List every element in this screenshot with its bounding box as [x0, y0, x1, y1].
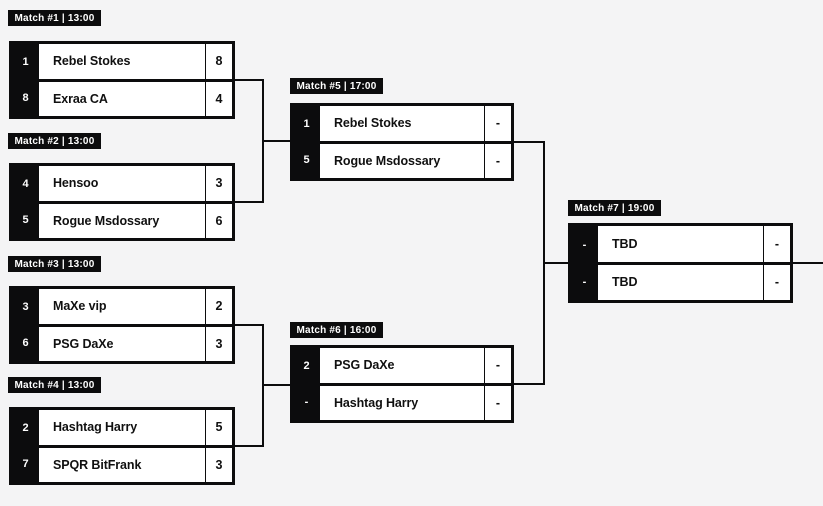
team-name: Rebel Stokes [53, 54, 131, 69]
team-name: PSG DaXe [53, 336, 114, 351]
bracket-connector [235, 201, 264, 203]
team-row[interactable]: Rogue Msdossary - [320, 143, 511, 178]
team-score: 3 [205, 447, 232, 482]
team-row[interactable]: Rebel Stokes - [320, 106, 511, 141]
match-2-label: Match #2 | 13:00 [8, 133, 101, 149]
team-score: 8 [205, 44, 232, 79]
bracket-connector [262, 384, 290, 386]
team-row[interactable]: TBD - [598, 226, 790, 262]
seed-badge: 4 [22, 178, 29, 190]
bracket-connector [514, 383, 545, 385]
team-row[interactable]: Exraa CA 4 [39, 81, 232, 116]
seed-badge: 2 [22, 422, 29, 434]
match-5-label: Match #5 | 17:00 [290, 78, 383, 94]
team-score: - [484, 348, 511, 383]
seed-column: 2 7 [12, 410, 39, 482]
seed-column: - - [571, 226, 598, 300]
match-4-label: Match #4 | 13:00 [8, 377, 101, 393]
team-name: SPQR BitFrank [53, 457, 142, 472]
team-score: - [763, 264, 790, 300]
seed-badge: - [304, 396, 309, 408]
team-row[interactable]: Rebel Stokes 8 [39, 44, 232, 79]
bracket-connector [262, 140, 290, 142]
match-card-5[interactable]: 1 5 Rebel Stokes - Rogue Msdossary - [290, 103, 514, 181]
match-card-4[interactable]: 2 7 Hashtag Harry 5 SPQR BitFrank 3 [9, 407, 235, 485]
team-name: PSG DaXe [334, 358, 395, 373]
seed-badge: 1 [22, 56, 29, 68]
match-3-label: Match #3 | 13:00 [8, 256, 101, 272]
seed-badge: 6 [22, 337, 29, 349]
team-name: TBD [612, 275, 638, 290]
team-name: TBD [612, 236, 638, 251]
team-row[interactable]: Rogue Msdossary 6 [39, 203, 232, 238]
team-row[interactable]: SPQR BitFrank 3 [39, 447, 232, 482]
seed-badge: - [582, 238, 587, 251]
team-row[interactable]: PSG DaXe 3 [39, 326, 232, 361]
team-score: 2 [205, 289, 232, 324]
team-name: Rogue Msdossary [334, 153, 441, 168]
team-score: - [763, 226, 790, 262]
team-score: - [484, 385, 511, 420]
match-card-7[interactable]: - - TBD - TBD - [568, 223, 793, 303]
match-1-label: Match #1 | 13:00 [8, 10, 101, 26]
match-card-1[interactable]: 1 8 Rebel Stokes 8 Exraa CA 4 [9, 41, 235, 119]
team-score: 5 [205, 410, 232, 445]
match-card-3[interactable]: 3 6 MaXe vip 2 PSG DaXe 3 [9, 286, 235, 364]
team-score: 6 [205, 203, 232, 238]
team-score: - [484, 143, 511, 178]
match-card-6[interactable]: 2 - PSG DaXe - Hashtag Harry - [290, 345, 514, 423]
team-score: 3 [205, 166, 232, 201]
team-row[interactable]: MaXe vip 2 [39, 289, 232, 324]
bracket-connector [514, 141, 545, 143]
seed-badge: 3 [22, 301, 29, 313]
seed-badge: 7 [22, 458, 29, 470]
team-name: Rogue Msdossary [53, 213, 160, 228]
seed-column: 3 6 [12, 289, 39, 361]
team-name: MaXe vip [53, 299, 107, 314]
seed-badge: 8 [22, 92, 29, 104]
bracket-connector [543, 262, 568, 264]
bracket-connector [235, 79, 264, 81]
team-name: Hensoo [53, 176, 99, 191]
team-score: 3 [205, 326, 232, 361]
team-row[interactable]: Hashtag Harry 5 [39, 410, 232, 445]
bracket-connector [235, 324, 264, 326]
team-name: Exraa CA [53, 91, 108, 106]
seed-badge: 5 [22, 214, 29, 226]
team-row[interactable]: Hensoo 3 [39, 166, 232, 201]
seed-column: 2 - [293, 348, 320, 420]
match-6-label: Match #6 | 16:00 [290, 322, 383, 338]
team-score: 4 [205, 81, 232, 116]
seed-column: 1 5 [293, 106, 320, 178]
team-row[interactable]: PSG DaXe - [320, 348, 511, 383]
team-name: Rebel Stokes [334, 116, 412, 131]
team-name: Hashtag Harry [334, 395, 419, 410]
team-name: Hashtag Harry [53, 420, 138, 435]
seed-badge: 2 [303, 360, 310, 372]
seed-badge: - [582, 275, 587, 288]
seed-column: 4 5 [12, 166, 39, 238]
team-score: - [484, 106, 511, 141]
bracket-connector [235, 445, 264, 447]
match-card-2[interactable]: 4 5 Hensoo 3 Rogue Msdossary 6 [9, 163, 235, 241]
match-7-label: Match #7 | 19:00 [568, 200, 661, 216]
team-row[interactable]: Hashtag Harry - [320, 385, 511, 420]
seed-badge: 1 [303, 118, 310, 130]
bracket-connector-winner [793, 262, 823, 264]
seed-badge: 5 [303, 154, 310, 166]
seed-column: 1 8 [12, 44, 39, 116]
team-row[interactable]: TBD - [598, 264, 790, 300]
